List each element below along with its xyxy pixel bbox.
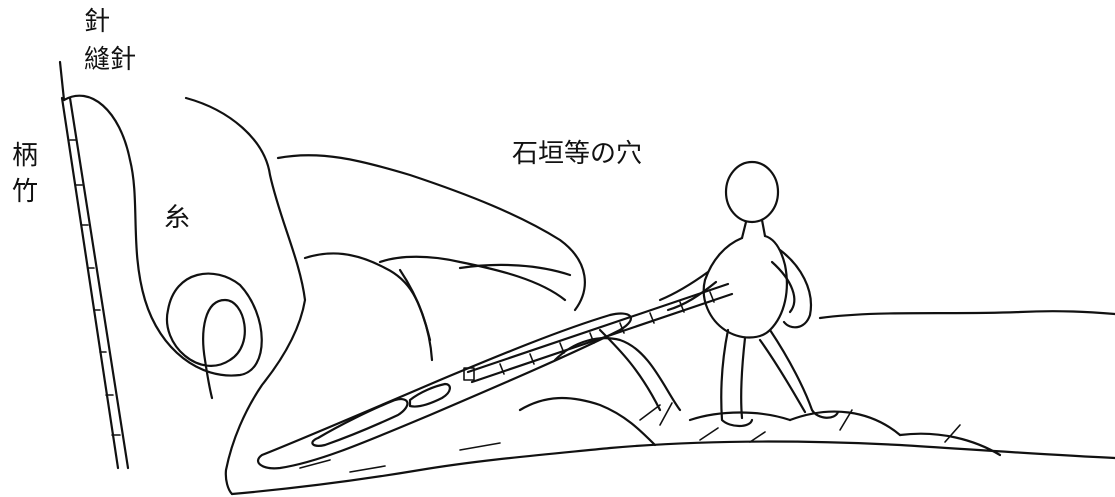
bamboo-label: 竹	[12, 177, 39, 207]
stone-wall-hole	[256, 312, 632, 470]
needle	[58, 60, 66, 102]
fishing-line	[62, 94, 263, 400]
needle-label: 針	[84, 7, 111, 37]
bamboo-rod	[60, 96, 130, 470]
sewing-needle-label: 縫針	[84, 45, 137, 75]
probing-pole	[463, 282, 734, 384]
stone-wall	[184, 96, 1115, 496]
hole-label: 石垣等の穴	[512, 139, 643, 169]
person	[658, 160, 840, 428]
thread-label: 糸	[164, 203, 191, 233]
handle-label: 柄	[12, 141, 39, 171]
